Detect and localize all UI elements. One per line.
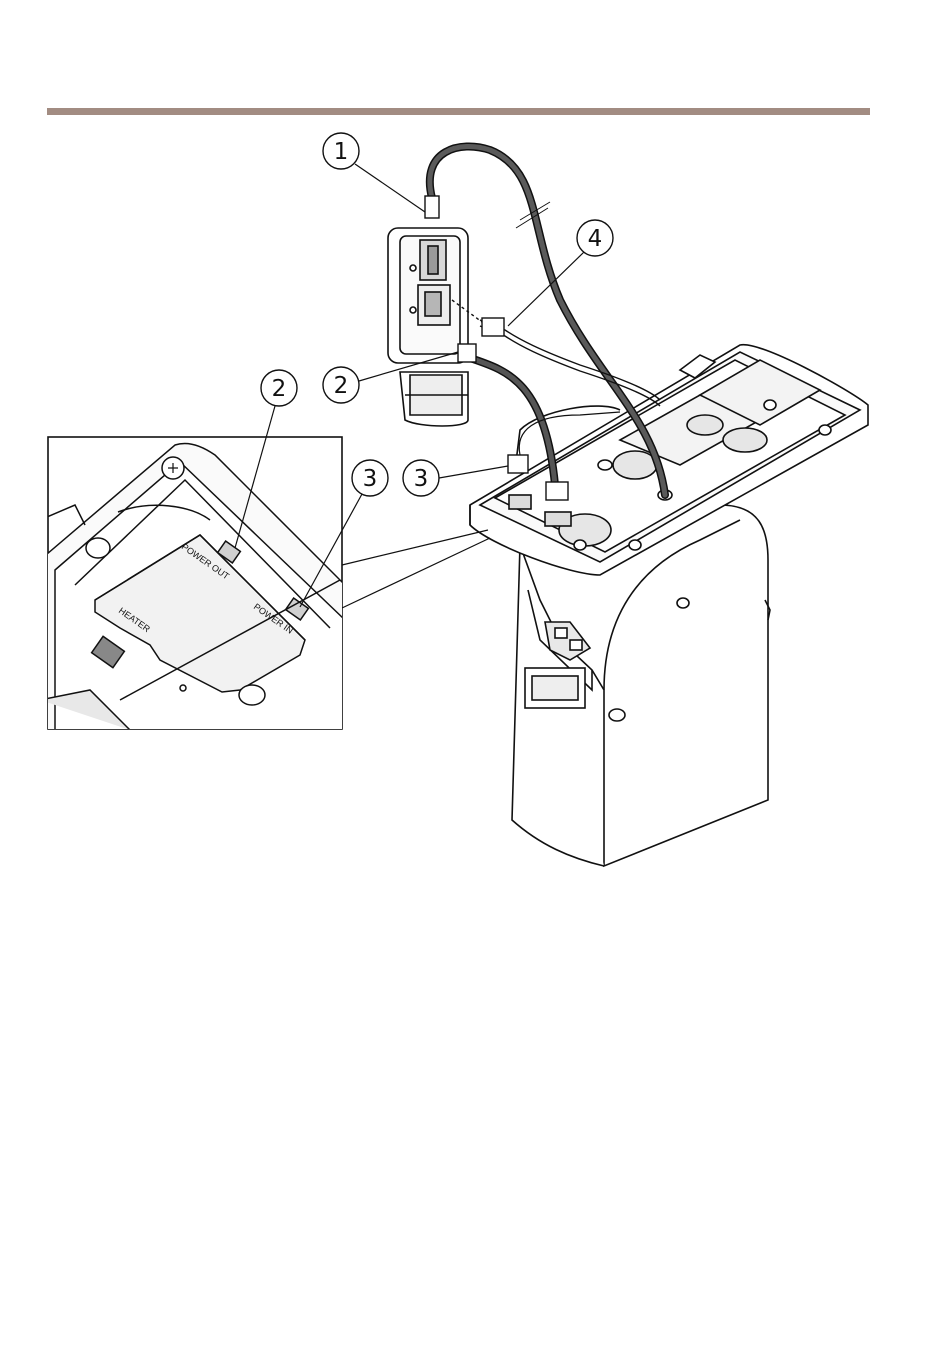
- svg-text:2: 2: [272, 376, 287, 402]
- callout-1: 1: [323, 133, 425, 212]
- svg-text:1: 1: [334, 139, 349, 165]
- svg-text:3: 3: [363, 466, 378, 492]
- heater-cable: [452, 300, 660, 406]
- svg-text:2: 2: [334, 373, 349, 399]
- svg-text:4: 4: [588, 226, 603, 252]
- callout-3: 3: [403, 460, 508, 496]
- zoom-line-bottom: [342, 538, 490, 608]
- camera-module: [388, 228, 468, 426]
- inset-panel: POWER OUT POWER IN HEATER: [40, 437, 360, 740]
- callout-4: 4: [508, 220, 613, 326]
- zoom-line-top: [342, 530, 488, 565]
- svg-text:3: 3: [414, 466, 429, 492]
